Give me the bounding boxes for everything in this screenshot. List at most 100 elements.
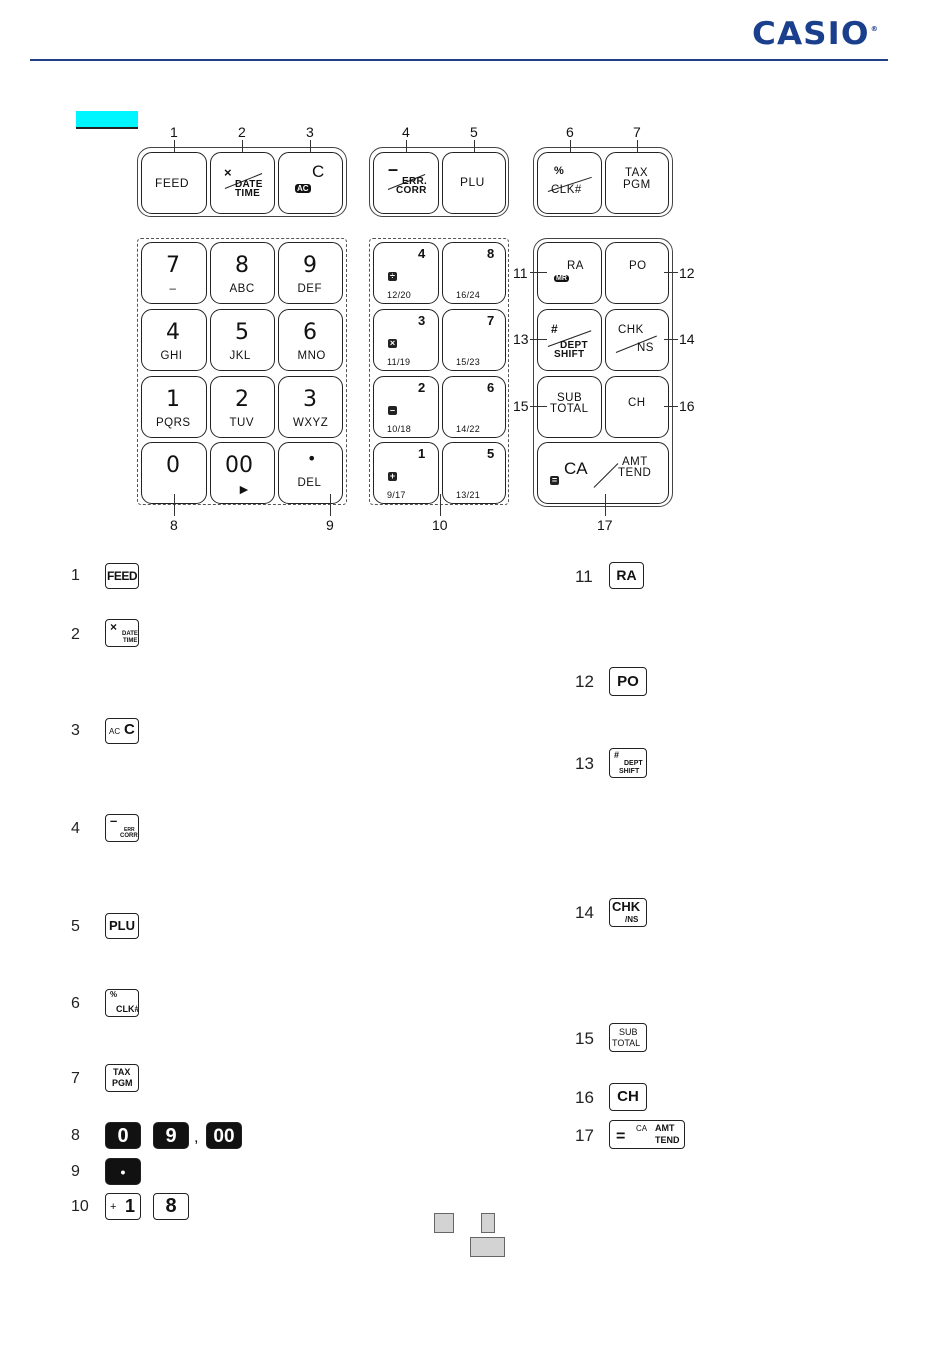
chk-label: CHK [618,324,644,336]
legend-number-2: 2 [71,626,80,643]
callout-14: 14 [679,331,695,347]
numpad-key-letters: TUV [229,417,254,429]
department-one-key-icon: + 1 [105,1193,141,1220]
date-time-key[interactable]: × DATE TIME [210,152,275,214]
callout-13: 13 [513,331,529,347]
error-correct-key-icon: – ERR CORR [105,814,139,842]
numpad-group [137,238,347,505]
feed-key-label: FEED [155,176,190,190]
callout-10: 10 [432,517,448,533]
numpad-key-letters: – [169,283,177,295]
divider-slash [593,463,619,489]
callout-6: 6 [566,124,574,140]
department-range: 14/22 [456,424,481,434]
callout-5: 5 [470,124,478,140]
double-zero-key-icon: 00 [206,1122,242,1149]
callout-9: 9 [326,517,334,533]
clear-key[interactable]: C AC [278,152,343,214]
ch-label: CH [628,397,646,409]
subtotal-key[interactable]: SUB TOTAL [537,376,602,438]
zero-key-icon: 0 [105,1122,141,1149]
charge-key[interactable]: CH [605,376,669,438]
top-right-key-group [533,147,673,217]
numpad-key-letters: WXYZ [293,417,329,429]
numpad-key-letters: ABC [229,283,255,295]
department-shift-key[interactable]: # DEPT SHIFT [537,309,602,371]
cash-amount-tendered-key[interactable]: = CA AMT TEND [537,442,669,504]
callout-4: 4 [402,124,410,140]
dept-label: DEPT [560,340,588,351]
shift-label: SHIFT [554,349,585,360]
department-range: 9/17 [387,490,406,500]
received-on-account-key[interactable]: RA MR [537,242,602,304]
department-key[interactable]: 6 14/22 [442,376,506,438]
numpad-key-digit: 00 [225,453,253,478]
legend-number-3: 3 [71,722,80,739]
callout-16: 16 [679,398,695,414]
numpad-key-letters: MNO [297,350,326,362]
error-correct-key[interactable]: – ERR. CORR [373,152,439,214]
numpad-key-digit: 3 [303,387,317,412]
ac-label: AC [295,184,311,193]
legend-number-14: 14 [575,903,594,922]
decimal-key-icon: • [105,1158,141,1185]
legend-number-15: 15 [575,1029,594,1048]
department-range: 15/23 [456,357,481,367]
department-key-group [369,238,509,505]
numpad-key-digit: 2 [235,387,249,412]
top-middle-key-group [369,147,509,217]
numpad-key-digit: 0 [166,453,180,478]
paid-out-key[interactable]: PO [605,242,669,304]
numpad-key-letters: DEF [297,283,322,295]
numpad-key-letters: PQRS [156,417,191,429]
department-key[interactable]: 3×11/19 [373,309,439,371]
department-number: 6 [487,380,495,395]
amt-label: AMT [622,456,648,468]
total-label: TOTAL [550,403,589,415]
check-no-sale-key[interactable]: CHK NS [605,309,669,371]
po-label: PO [629,260,647,272]
percent-clerk-key-icon: % CLK# [105,989,139,1017]
callout-7: 7 [633,124,641,140]
legend-number-12: 12 [575,672,594,691]
tax-program-key-icon: TAX PGM [105,1064,139,1092]
legend-number-7: 7 [71,1070,80,1087]
plu-key-icon: PLU [105,913,139,939]
department-eight-key-icon: 8 [153,1193,189,1220]
department-key[interactable]: 1+9/17 [373,442,439,504]
legend-number-16: 16 [575,1088,594,1107]
numpad-key[interactable]: 7– [141,242,207,304]
operator-icon: – [388,405,397,415]
ca-label: CA [564,459,588,478]
gray-key-placeholder [470,1237,505,1257]
legend-number-17: 17 [575,1126,594,1145]
legend-number-13: 13 [575,754,594,773]
tax-program-key[interactable]: TAX PGM [605,152,669,214]
numpad-key[interactable]: 0 [141,442,207,504]
operator-icon: + [388,471,397,481]
callout-1: 1 [170,124,178,140]
plu-key[interactable]: PLU [442,152,506,214]
function-key-group [533,238,673,507]
numpad-key[interactable]: 00► [210,442,275,504]
feed-key[interactable]: FEED [141,152,207,214]
percent-clerk-key[interactable]: % CLK# [537,152,602,214]
numpad-key-digit: 5 [235,320,249,345]
numpad-key[interactable]: •DEL [278,442,343,504]
callout-8: 8 [170,517,178,533]
legend-number-5: 5 [71,918,80,935]
department-key[interactable]: 2–10/18 [373,376,439,438]
legend-number-4: 4 [71,820,80,837]
department-key[interactable]: 4÷12/20 [373,242,439,304]
